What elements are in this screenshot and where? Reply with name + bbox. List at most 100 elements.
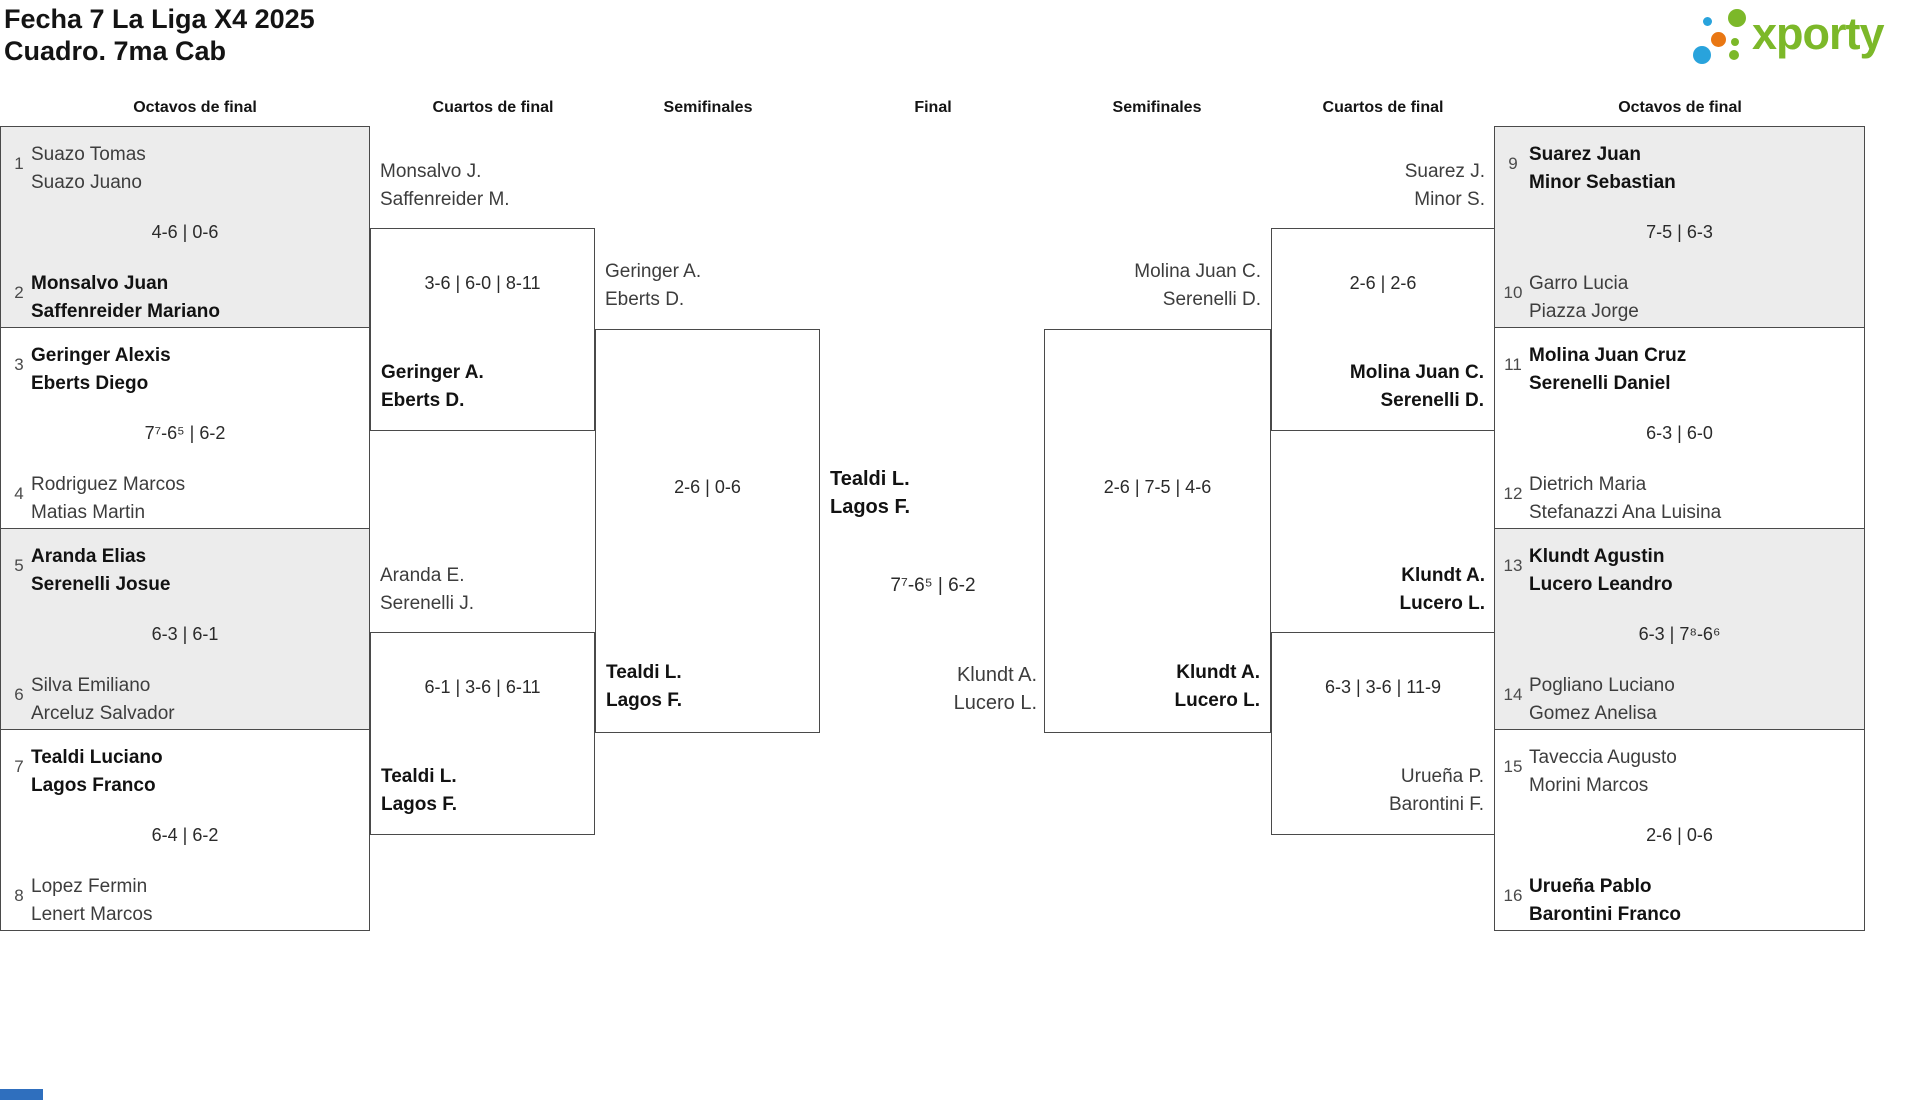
team-pair: Dietrich Maria Stefanazzi Ana Luisina	[1529, 471, 1721, 527]
match-score: 6-3 | 7⁸-6⁶	[1638, 624, 1721, 644]
player-name: Lucero L.	[953, 692, 1037, 714]
round-header-semis-left: Semifinales	[663, 99, 753, 116]
horizontal-scrollbar-thumb[interactable]	[0, 1089, 43, 1100]
player-name: Urueña P.	[1400, 766, 1484, 787]
round-header-octavos-left: Octavos de final	[133, 99, 257, 116]
team-pair: Garro Lucia Piazza Jorge	[1529, 270, 1639, 326]
team-pair-winner: Molina Juan Cruz Serenelli Daniel	[1529, 342, 1686, 398]
player-name: Monsalvo J.	[380, 161, 482, 182]
team-pair-winner: Molina Juan C. Serenelli D.	[1350, 359, 1484, 415]
player-name: Tealdi L.	[381, 766, 457, 787]
player-name: Stefanazzi Ana Luisina	[1529, 502, 1722, 523]
seed-number: 9	[1508, 154, 1518, 173]
seed-number: 1	[14, 154, 24, 173]
seed-number: 16	[1503, 886, 1523, 905]
round-header-cuartos-left: Cuartos de final	[432, 99, 554, 116]
match-box-cuartos-3[interactable]: 2-6 | 2-6 Molina Juan C. Serenelli D.	[1271, 228, 1495, 431]
team-pair-winner: Geringer Alexis Eberts Diego	[31, 342, 171, 398]
match-box-semifinal-2[interactable]: 2-6 | 7-5 | 4-6 Klundt A. Lucero L.	[1044, 329, 1271, 733]
player-name: Piazza Jorge	[1529, 301, 1639, 322]
seed-number: 8	[14, 886, 24, 905]
player-name: Minor S.	[1414, 189, 1485, 210]
player-name: Klundt A.	[956, 664, 1037, 686]
match-box-octavos-5[interactable]: 9 Suarez Juan Minor Sebastian 7-5 | 6-3 …	[1494, 126, 1865, 328]
player-name: Tealdi L.	[830, 468, 910, 490]
player-name: Minor Sebastian	[1529, 172, 1676, 193]
round-header-final: Final	[914, 99, 952, 116]
round-header-cuartos-right: Cuartos de final	[1322, 99, 1444, 116]
match-box-octavos-2[interactable]: 3 Geringer Alexis Eberts Diego 7⁷-6⁵ | 6…	[0, 327, 370, 529]
match-box-octavos-7[interactable]: 13 Klundt Agustin Lucero Leandro 6-3 | 7…	[1494, 528, 1865, 730]
page-title-line2: Cuadro. 7ma Cab	[4, 36, 227, 66]
player-name: Lenert Marcos	[31, 904, 153, 925]
team-pair-winner: Suarez Juan Minor Sebastian	[1529, 141, 1676, 197]
seed-number: 6	[14, 685, 24, 704]
player-name: Aranda E.	[380, 565, 465, 586]
round-header-octavos-right: Octavos de final	[1618, 99, 1742, 116]
player-name: Pogliano Luciano	[1529, 675, 1675, 696]
player-name: Urueña Pablo	[1529, 876, 1652, 897]
match-score: 2-6 | 7-5 | 4-6	[1103, 477, 1212, 497]
seed-number: 5	[14, 556, 24, 575]
player-name: Serenelli Josue	[31, 574, 171, 595]
round-header-semis-right: Semifinales	[1112, 99, 1202, 116]
match-box-octavos-3[interactable]: 5 Aranda Elias Serenelli Josue 6-3 | 6-1…	[0, 528, 370, 730]
player-name: Aranda Elias	[31, 546, 147, 567]
final-score: 7⁷-6⁵ | 6-2	[890, 575, 976, 596]
player-name: Monsalvo Juan	[31, 273, 169, 294]
match-score: 6-3 | 3-6 | 11-9	[1324, 677, 1442, 697]
seed-number: 11	[1504, 355, 1522, 374]
final-winner-team: Tealdi L. Lagos F.	[830, 465, 910, 521]
player-name: Molina Juan C.	[1349, 362, 1484, 383]
player-name: Eberts D.	[381, 390, 465, 411]
logo-dot-icon	[1731, 38, 1739, 46]
player-name: Rodriguez Marcos	[31, 474, 186, 495]
team-pair: Suazo Tomas Suazo Juano	[31, 141, 146, 197]
team-pair-winner: Aranda Elias Serenelli Josue	[31, 543, 170, 599]
team-pair-winner: Klundt A. Lucero L.	[1399, 562, 1485, 618]
team-pair: Pogliano Luciano Gomez Anelisa	[1529, 672, 1675, 728]
match-box-cuartos-1[interactable]: 3-6 | 6-0 | 8-11 Geringer A. Eberts D.	[370, 228, 595, 431]
match-box-octavos-6[interactable]: 11 Molina Juan Cruz Serenelli Daniel 6-3…	[1494, 327, 1865, 529]
team-pair: Geringer A. Eberts D.	[605, 258, 701, 314]
match-score: 3-6 | 6-0 | 8-11	[424, 273, 541, 293]
player-name: Eberts Diego	[31, 373, 149, 394]
team-pair: Rodriguez Marcos Matias Martin	[31, 471, 185, 527]
match-score: 6-1 | 3-6 | 6-11	[424, 677, 541, 697]
logo-dot-icon	[1729, 50, 1739, 60]
player-name: Tealdi L.	[606, 662, 682, 683]
match-score: 2-6 | 0-6	[1646, 825, 1713, 845]
match-box-semifinal-1[interactable]: 2-6 | 0-6 Tealdi L. Lagos F.	[595, 329, 820, 733]
team-pair-winner: Klundt Agustin Lucero Leandro	[1529, 543, 1673, 599]
player-name: Arceluz Salvador	[31, 703, 175, 724]
team-pair: Taveccia Augusto Morini Marcos	[1529, 744, 1677, 800]
player-name: Lopez Fermin	[31, 876, 148, 897]
match-box-cuartos-2[interactable]: 6-1 | 3-6 | 6-11 Tealdi L. Lagos F.	[370, 632, 595, 835]
logo-dot-icon	[1693, 46, 1711, 64]
match-score: 7⁷-6⁵ | 6-2	[144, 423, 226, 443]
player-name: Serenelli D.	[1162, 289, 1261, 310]
match-box-octavos-4[interactable]: 7 Tealdi Luciano Lagos Franco 6-4 | 6-2 …	[0, 729, 370, 931]
player-name: Geringer A.	[605, 261, 702, 282]
player-name: Geringer Alexis	[31, 345, 171, 366]
player-name: Saffenreider Mariano	[31, 301, 220, 322]
seed-number: 2	[14, 283, 24, 302]
match-box-octavos-8[interactable]: 15 Taveccia Augusto Morini Marcos 2-6 | …	[1494, 729, 1865, 931]
seed-number: 14	[1503, 685, 1523, 704]
match-box-cuartos-4[interactable]: 6-3 | 3-6 | 11-9 Urueña P. Barontini F.	[1271, 632, 1495, 835]
xporty-logo: xporty	[1690, 2, 1920, 74]
team-pair: Urueña P. Barontini F.	[1389, 763, 1484, 819]
seed-number: 3	[14, 355, 24, 374]
match-score: 6-4 | 6-2	[151, 825, 219, 845]
team-pair: Suarez J. Minor S.	[1405, 158, 1485, 214]
match-box-octavos-1[interactable]: 1 Suazo Tomas Suazo Juano 4-6 | 0-6 2 Mo…	[0, 126, 370, 328]
player-name: Serenelli D.	[1380, 390, 1485, 411]
match-score: 2-6 | 2-6	[1349, 273, 1417, 293]
player-name: Taveccia Augusto	[1529, 747, 1677, 768]
logo-dot-icon	[1703, 17, 1712, 26]
player-name: Saffenreider M.	[380, 189, 510, 210]
match-score: 2-6 | 0-6	[674, 477, 741, 497]
seed-number: 12	[1503, 484, 1523, 503]
player-name: Barontini Franco	[1529, 904, 1682, 925]
team-pair-winner: Urueña Pablo Barontini Franco	[1529, 873, 1681, 929]
